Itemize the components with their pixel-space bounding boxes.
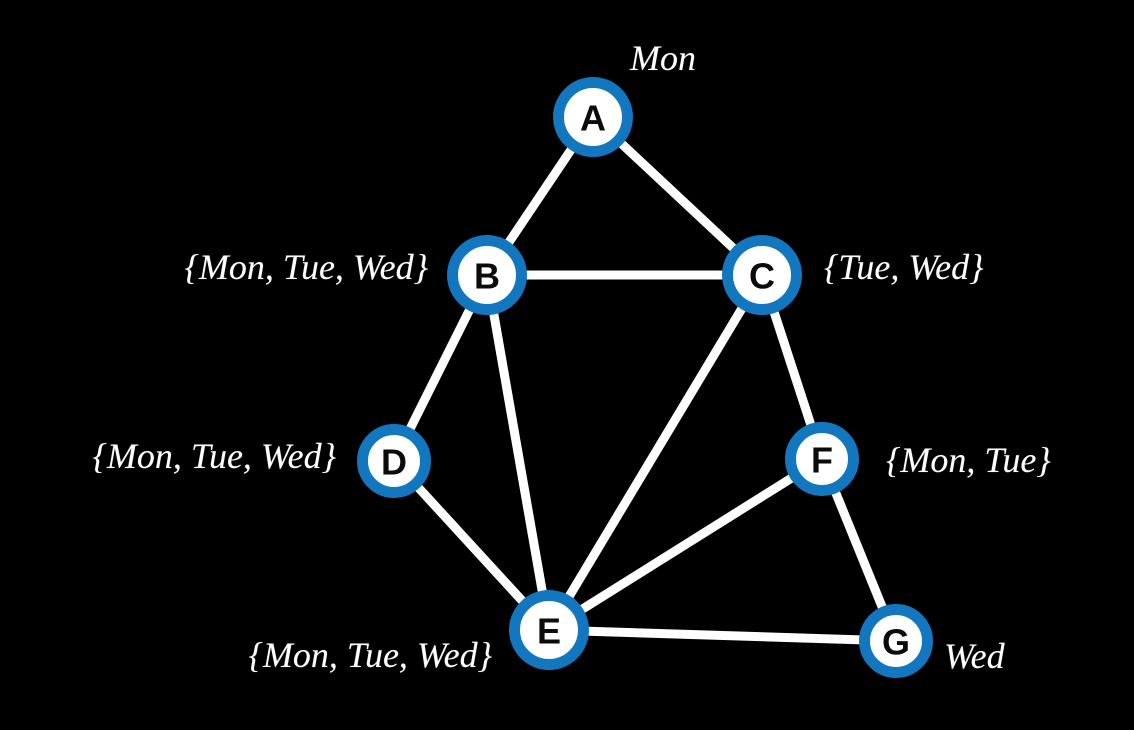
node-letter-c: C [749,256,775,297]
node-letter-f: F [811,440,833,481]
nodes-group: A B C D E F G [357,77,933,678]
node-circle-e [509,590,589,670]
node-letter-b: B [474,256,500,297]
node-circle-g [859,604,933,678]
domain-label-b: {Mon, Tue, Wed} [184,247,428,287]
node-f[interactable]: F [785,422,859,496]
node-circle-b [447,235,527,315]
domain-label-e: {Mon, Tue, Wed} [248,635,492,675]
node-d[interactable]: D [357,424,431,498]
domain-label-c: {Tue, Wed} [824,247,984,287]
domain-label-d: {Mon, Tue, Wed} [92,436,336,476]
edge-b-e [482,270,554,635]
node-b[interactable]: B [447,235,527,315]
node-circle-f [785,422,859,496]
node-c[interactable]: C [722,235,802,315]
edge-e-f [544,454,827,635]
node-circle-d [357,424,431,498]
edges-group [389,112,901,646]
node-circle-a [553,77,633,157]
node-letter-g: G [882,622,910,663]
node-letter-a: A [580,98,606,139]
node-letter-e: E [537,611,561,652]
node-g[interactable]: G [859,604,933,678]
domain-label-f: {Mon, Tue} [886,440,1051,480]
node-letter-d: D [381,442,407,483]
node-a[interactable]: A [553,77,633,157]
edge-e-g [544,625,901,646]
node-e[interactable]: E [509,590,589,670]
domain-label-a: Mon [630,38,696,78]
node-circle-c [722,235,802,315]
domain-label-g: Wed [944,636,1005,676]
edge-c-e [544,270,767,635]
